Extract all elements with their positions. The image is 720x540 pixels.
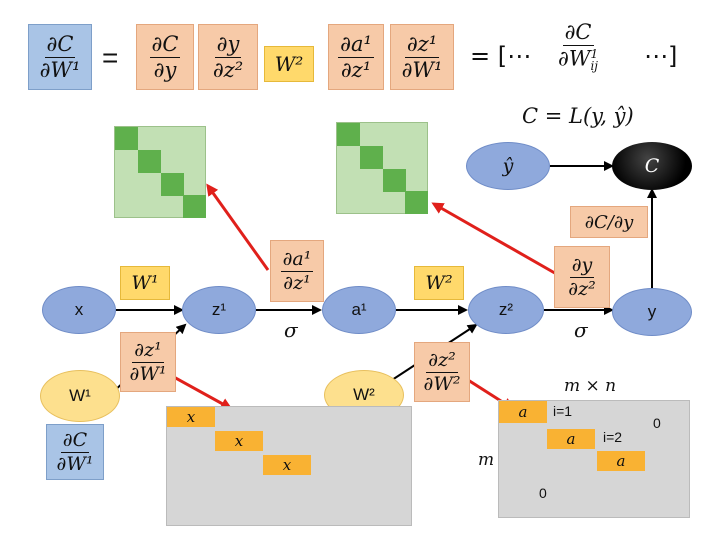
red-arrow-1 [206,183,270,271]
eq-t2-den: ∂z² [212,57,244,82]
node-z1: z¹ [182,286,256,334]
zero-bottom: 0 [539,485,547,501]
eq-t1-den: ∂y [153,57,177,82]
label-dydz2: ∂y∂z² [554,246,610,308]
eq-lhs-den: ∂W¹ [39,57,81,82]
label-da1dz1: ∂a¹∂z¹ [270,240,324,302]
jacobian-dydz2-grid [336,122,428,214]
node-y: y [612,288,692,336]
node-a1: a¹ [322,286,396,334]
dz2dw2-den: ∂W² [423,372,461,395]
label-dz1dw1: ∂z¹∂W¹ [120,332,176,392]
eq-t4-den: ∂z¹ [340,57,372,82]
dydz2-num: ∂y [569,253,595,278]
loss-formula: C = L(y, ŷ) [522,104,634,128]
label-w2: W² [414,266,464,300]
diag-square [138,150,161,173]
dcdw1-den: ∂W¹ [56,452,94,475]
matrix-cell-x-2: x [215,431,263,451]
diag-square [161,173,184,196]
matrix-dims: m × n [564,376,617,396]
eq-rhs-den-sup: 1 [590,47,599,61]
node-yhat: ŷ [466,142,550,190]
row-index-2: i=2 [603,429,623,445]
eq-t1-num: ∂C [149,31,181,58]
zero-top: 0 [653,415,661,431]
eq-term-da1dz1: ∂a¹∂z¹ [328,24,384,90]
matrix-cell-a-1: a [499,401,547,423]
eq-rhs-den-sub: ij [590,59,599,73]
matrix-cell-x-3: x [263,455,311,475]
node-z2: z² [468,286,544,334]
eq-rhs-close: ⋯] [644,42,678,70]
eq-rhs-den-base: ∂W [558,46,591,71]
dydz2-den: ∂z² [568,277,596,300]
label-dcdw1: ∂C∂W¹ [46,424,104,480]
label-dz2dw2: ∂z²∂W² [414,342,470,402]
eq-t4-num: ∂a¹ [338,31,374,58]
sigma-1: σ [284,318,298,342]
matrix-dz2dw2: a i=1 a i=2 a 0 0 [498,400,690,518]
matrix-row-label: m [478,450,495,470]
diag-square [383,169,406,192]
eq-term-dz1dw1: ∂z¹∂W¹ [390,24,454,90]
eq-equals: = [102,42,119,73]
label-w1: W¹ [120,266,170,300]
matrix-cell-x-1: x [167,407,215,427]
row-index-1: i=1 [553,403,573,419]
diag-square [115,127,138,150]
dz1dw1-num: ∂z¹ [132,338,164,363]
label-dcdy: ∂C/∂y [570,206,648,238]
dcdw1-num: ∂C [60,428,90,453]
sigma-2: σ [574,318,588,342]
jacobian-da1dz1-grid [114,126,206,218]
eq-lhs-box: ∂C∂W¹ [28,24,92,90]
eq-t5-den: ∂W¹ [401,57,443,82]
diag-square [360,146,383,169]
node-cost: C [612,142,692,190]
eq-rhs-num: ∂C [562,20,594,46]
da1dz1-den: ∂z¹ [283,271,311,294]
red-arrow-2 [431,202,561,278]
matrix-cell-a-3: a [597,451,645,471]
node-w1: W¹ [40,370,120,422]
diag-square [183,195,206,218]
node-x: x [42,286,116,334]
eq-t2-num: ∂y [214,31,242,58]
dz2dw2-num: ∂z² [426,348,458,373]
da1dz1-num: ∂a¹ [280,247,314,272]
eq-term-w2: W² [264,46,314,82]
diag-square [405,191,428,214]
eq-rhs-open: = [⋯ [470,42,532,70]
eq-t5-num: ∂z¹ [404,31,440,58]
eq-term-dydz2: ∂y∂z² [198,24,258,90]
matrix-dz1dw1: x x x [166,406,412,526]
diag-square [337,123,360,146]
dz1dw1-den: ∂W¹ [129,362,167,385]
eq-lhs-num: ∂C [44,31,76,58]
eq-term-dcdy: ∂C∂y [136,24,194,90]
matrix-cell-a-2: a [547,429,595,449]
